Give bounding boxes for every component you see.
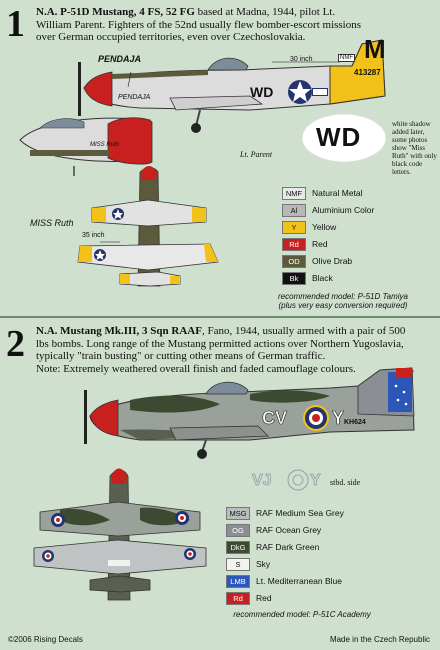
legend-row: LMB Lt. Mediterranean Blue — [226, 574, 344, 588]
wd-large-marking: WD — [316, 122, 362, 152]
legend-row: Y Yellow — [282, 220, 374, 234]
code-letter-right: Y — [332, 408, 345, 429]
section-2-body: , Fano, 1944, usually armed with a pair … — [36, 325, 406, 362]
dimension-30-inch: 30 inch — [290, 56, 313, 63]
tail-letter: M — [364, 34, 386, 64]
nmf-tag: NMF — [338, 54, 355, 62]
miss-ruth-small: MISS Ruth — [90, 142, 120, 148]
section-1-body: Fighters of the 52nd usually flew bomber… — [36, 18, 362, 44]
pilot-signature: Lt. Parent — [240, 150, 273, 159]
stbd-code-letter-end: Y — [310, 472, 322, 490]
legend-row: OD Olive Drab — [282, 254, 374, 268]
stbd-code-outline — [287, 469, 309, 491]
section-1-description: N.A. P-51D Mustang, 4 FS, 52 FG based at… — [36, 6, 366, 44]
color-swatch: OD — [282, 254, 306, 268]
section-1-artwork — [19, 39, 387, 287]
section-1-number: 1 — [6, 3, 25, 45]
color-name: RAF Dark Green — [256, 542, 320, 552]
legend-row: S Sky — [226, 557, 344, 571]
section-1-recommended-model: recommended model: P-51D Tamiya — [278, 292, 408, 301]
legend-row: OG RAF Ocean Grey — [226, 523, 344, 537]
color-name: Olive Drab — [312, 256, 353, 266]
color-swatch: Bk — [282, 271, 306, 285]
color-name: Yellow — [312, 222, 337, 232]
color-name: Red — [312, 239, 328, 249]
section-2-title: N.A. Mustang Mk.III, 3 Sqn RAAF — [36, 325, 202, 337]
mustang-mk3-side-view — [84, 367, 415, 459]
legend-row: MSG RAF Medium Sea Grey — [226, 506, 344, 520]
fuselage-code: WD — [250, 84, 274, 100]
legend-row: NMF Natural Metal — [282, 186, 374, 200]
color-name: Red — [256, 593, 272, 603]
color-swatch: LMB — [226, 574, 250, 588]
color-name: RAF Medium Sea Grey — [256, 508, 344, 518]
footer-copyright: ©2006 Rising Decals — [8, 635, 83, 644]
legend-row: Bk Black — [282, 271, 374, 285]
code-letters-left: CV — [262, 408, 288, 429]
color-swatch: Rd — [282, 237, 306, 251]
color-swatch: NMF — [282, 186, 306, 200]
wd-note: white shadow added later, some photos sh… — [392, 120, 437, 176]
legend-row: Al Aluminium Color — [282, 203, 374, 217]
p51d-side-view — [78, 39, 386, 133]
p51d-port-forward-view — [19, 117, 153, 176]
section-2-recommended: recommended model: P-51C Academy — [233, 610, 371, 619]
color-swatch: OG — [226, 523, 250, 537]
color-name: Sky — [256, 559, 271, 569]
color-swatch: Y — [282, 220, 306, 234]
color-swatch: DkG — [226, 540, 250, 554]
nose-art-small-label: PENDAJA — [118, 94, 151, 101]
section-1-title-rest: based at Madna, 1944, pilot Lt. William … — [36, 6, 336, 31]
section-divider — [0, 316, 440, 318]
legend-row: Rd Red — [282, 237, 374, 251]
stbd-code-letters: VJ — [252, 472, 273, 490]
color-swatch: S — [226, 557, 250, 571]
section-1-title: N.A. P-51D Mustang, 4 FS, 52 FG — [36, 6, 195, 18]
tail-serial: 413287 — [354, 68, 381, 77]
color-name: Lt. Mediterranean Blue — [256, 576, 342, 586]
p51d-planform-view — [77, 166, 219, 287]
color-name: Aluminium Color — [312, 205, 375, 215]
section-1-recommended-note: (plus very easy conversion required) — [278, 301, 408, 310]
mustang-mk3-planform-view — [33, 468, 207, 601]
footer-made-in: Made in the Czech Republic — [329, 635, 430, 644]
stbd-side-label: stbd. side — [330, 478, 361, 487]
wd-white-shadow — [301, 113, 387, 163]
section-1-color-legend: NMF Natural Metal Al Aluminium Color Y Yell… — [282, 186, 374, 288]
legend-row: DkG RAF Dark Green — [226, 540, 344, 554]
color-swatch: MSG — [226, 506, 250, 520]
color-swatch: Rd — [226, 591, 250, 605]
section-1-recommended: recommended model: P-51D Tamiya (plus ve… — [250, 292, 436, 310]
miss-ruth-label: MISS Ruth — [30, 218, 74, 228]
color-name: Natural Metal — [312, 188, 363, 198]
section-2-note: Note: Extremely weathered overall finish… — [36, 362, 356, 375]
legend-row: Rd Red — [226, 591, 344, 605]
color-name: RAF Ocean Grey — [256, 525, 322, 535]
color-swatch: Al — [282, 203, 306, 217]
dimension-35-inch: 35 inch — [82, 232, 105, 239]
color-name: Black — [312, 273, 333, 283]
nose-art-label: PENDAJA — [98, 54, 142, 64]
aircraft-serial: KH624 — [344, 419, 366, 426]
section-2-description: N.A. Mustang Mk.III, 3 Sqn RAAF, Fano, 1… — [36, 325, 416, 375]
section-2-number: 2 — [6, 323, 25, 365]
